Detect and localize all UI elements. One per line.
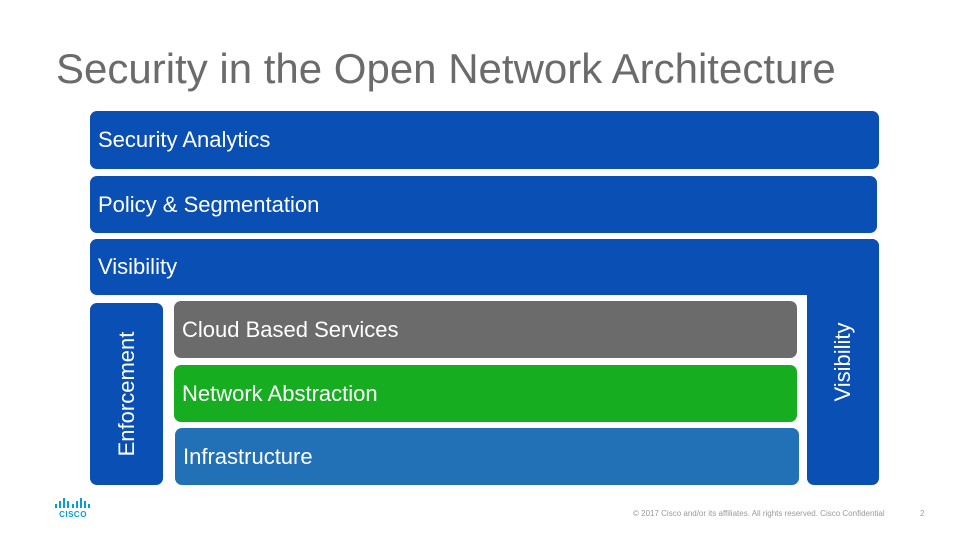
slide-title: Security in the Open Network Architectur… [56, 45, 836, 92]
layer-cloud-services-label: Cloud Based Services [182, 316, 399, 342]
layer-visibility-side-label: Visibility [830, 322, 855, 402]
layer-visibility-top: Visibility [90, 239, 879, 295]
layer-visibility-top-label: Visibility [98, 254, 178, 279]
layer-infrastructure-label: Infrastructure [183, 443, 313, 469]
layer-infrastructure: Infrastructure [175, 428, 799, 485]
layer-visibility-side: Visibility [807, 239, 879, 485]
cisco-logo: CISCO [52, 497, 94, 521]
layer-cloud-services: Cloud Based Services [174, 301, 797, 358]
footer-copyright: © 2017 Cisco and/or its affiliates. All … [633, 509, 885, 518]
page-number: 2 [920, 509, 925, 518]
layer-policy-segmentation-label: Policy & Segmentation [98, 191, 320, 217]
cisco-logo-text: CISCO [59, 510, 87, 519]
layer-network-abstraction: Network Abstraction [174, 365, 797, 422]
cisco-bars-icon [55, 498, 90, 508]
layer-policy-segmentation: Policy & Segmentation [90, 176, 877, 233]
layer-network-abstraction-label: Network Abstraction [182, 380, 378, 406]
layer-security-analytics-label: Security Analytics [98, 127, 271, 152]
layer-enforcement: Enforcement [90, 303, 163, 485]
layer-enforcement-label: Enforcement [113, 331, 139, 457]
layer-security-analytics: Security Analytics [90, 111, 879, 169]
